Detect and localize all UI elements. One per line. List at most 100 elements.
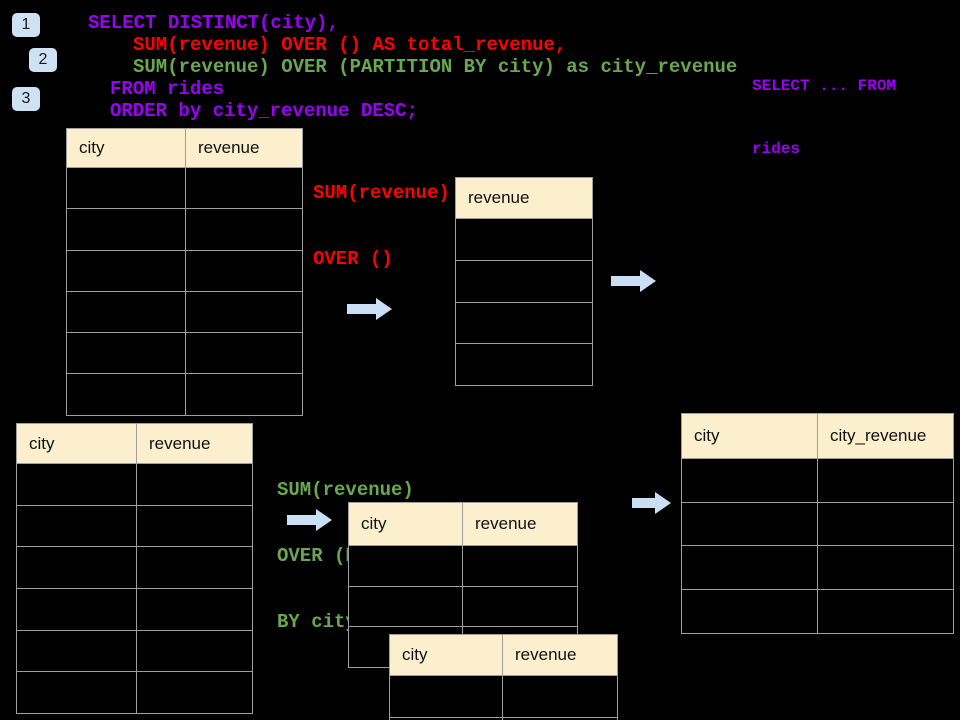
table-row [456, 219, 593, 261]
empty-cell [17, 464, 137, 506]
table-row [349, 586, 578, 628]
arrow-head [655, 491, 671, 514]
empty-cell [137, 464, 253, 506]
table-row [17, 505, 253, 548]
arrow-right-icon [611, 269, 656, 292]
table-row [390, 717, 618, 720]
empty-cell [67, 291, 186, 334]
sql-line-from: FROM rides [110, 78, 225, 100]
empty-cell [186, 291, 303, 334]
empty-cell [818, 590, 954, 634]
empty-cell [456, 219, 593, 261]
header-row: revenue [456, 178, 593, 219]
arrow-head [376, 297, 392, 320]
arrow-head [640, 269, 656, 292]
column-header: revenue [503, 635, 618, 676]
empty-cell [503, 676, 618, 718]
table-row [456, 302, 593, 345]
table-row [17, 464, 253, 506]
empty-cell [682, 459, 818, 503]
arrow-shaft [347, 303, 376, 314]
table-row [17, 630, 253, 673]
table-row [17, 672, 253, 715]
table-row [682, 502, 954, 547]
table-row [67, 291, 303, 334]
sql-line-city-revenue: SUM(revenue) OVER (PARTITION BY city) as… [133, 56, 738, 78]
empty-cell [137, 547, 253, 590]
table-row [390, 676, 618, 718]
empty-cell [186, 168, 303, 210]
step-badge-3: 3 [12, 87, 40, 111]
column-header: revenue [456, 178, 593, 219]
empty-cell [390, 717, 503, 720]
arrow-shaft [611, 275, 640, 286]
side-note-line-2: rides [752, 140, 801, 158]
sql-line-select: SELECT DISTINCT(city), [88, 12, 339, 34]
empty-cell [818, 546, 954, 591]
annotation-sum-over-line-1: SUM(revenue) [313, 182, 450, 204]
empty-cell [186, 250, 303, 292]
table-row [456, 260, 593, 303]
arrow-shaft [632, 497, 655, 508]
empty-cell [17, 589, 137, 631]
empty-cell [186, 209, 303, 251]
table-row [67, 374, 303, 416]
empty-cell [67, 209, 186, 251]
empty-cell [682, 546, 818, 591]
column-header: revenue [186, 129, 303, 168]
empty-cell [186, 333, 303, 375]
empty-cell [503, 717, 618, 720]
table-row [682, 459, 954, 503]
empty-cell [17, 672, 137, 715]
empty-cell [818, 459, 954, 503]
column-header: revenue [463, 503, 578, 546]
table-row [67, 333, 303, 375]
annotation-sum-over-line-2: OVER () [313, 248, 393, 270]
empty-cell [186, 374, 303, 416]
empty-cell [137, 672, 253, 715]
empty-cell [137, 630, 253, 673]
empty-cell [67, 168, 186, 210]
table-row [17, 547, 253, 590]
sql-line-order-by: ORDER by city_revenue DESC; [110, 100, 418, 122]
column-header: city [349, 503, 463, 546]
empty-cell [17, 547, 137, 590]
table-row [67, 250, 303, 292]
table-row [67, 168, 303, 210]
empty-cell [137, 589, 253, 631]
arrow-right-icon [347, 297, 392, 320]
empty-cell [390, 676, 503, 718]
empty-cell [818, 502, 954, 547]
table-row [349, 546, 578, 587]
empty-cell [463, 586, 578, 628]
annotation-sum-partition-line-1: SUM(revenue) [277, 479, 414, 501]
table-row [682, 590, 954, 634]
side-note-line-1: SELECT ... FROM [752, 77, 897, 95]
column-header: city [67, 129, 186, 168]
step-badge-1: 1 [12, 13, 40, 37]
arrow-shaft [287, 514, 316, 525]
empty-cell [67, 333, 186, 375]
empty-cell [349, 546, 463, 587]
empty-cell [456, 302, 593, 345]
empty-cell [17, 630, 137, 673]
table-row [456, 344, 593, 387]
arrow-head [316, 508, 332, 531]
empty-cell [456, 344, 593, 387]
empty-cell [67, 374, 186, 416]
arrow-right-icon [287, 508, 332, 531]
column-header: city_revenue [818, 414, 954, 459]
empty-cell [137, 505, 253, 548]
empty-cell [456, 260, 593, 303]
column-header: city [17, 424, 137, 464]
empty-cell [17, 505, 137, 548]
